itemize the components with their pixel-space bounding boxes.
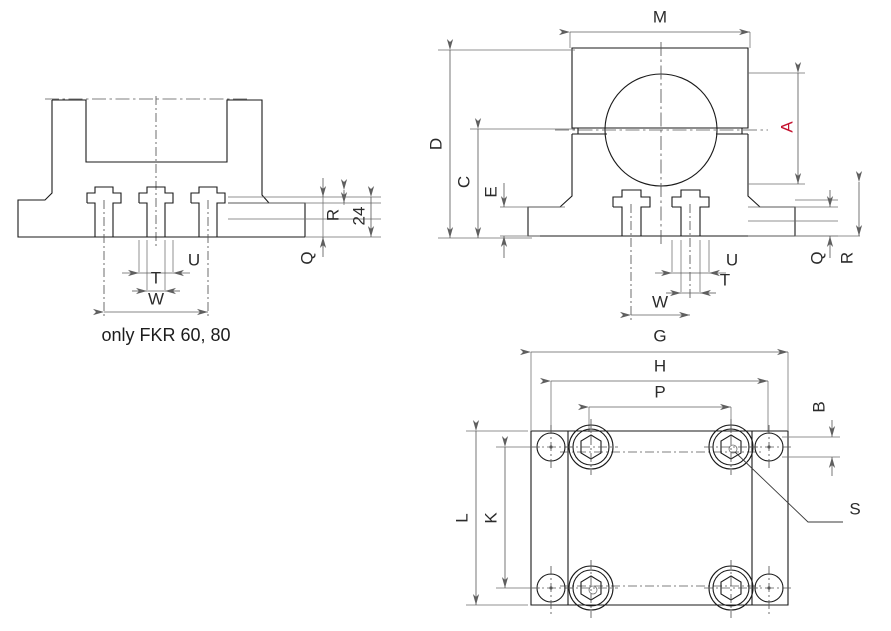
side-section-view: U T W R 24 Q only FKR 60, 80 [17, 96, 381, 345]
side-right-base-inner [228, 196, 381, 238]
top-dim-label-h: H [654, 356, 666, 375]
side-dim-label-w: W [148, 289, 164, 308]
top-dim-label-g: G [653, 326, 666, 345]
side-dim-label-u: U [188, 250, 200, 269]
side-body-outline [17, 99, 306, 238]
side-tslot-3 [190, 186, 226, 237]
top-dim-label-s: S [849, 499, 860, 518]
top-dim-label-k: K [481, 512, 500, 524]
front-split-gap [572, 127, 748, 135]
front-cap-block [571, 47, 749, 129]
front-base-inner-lines [748, 206, 838, 237]
side-dim-label-r: R [323, 209, 342, 221]
front-dim-label-m: M [653, 7, 667, 26]
side-tslot-1 [86, 186, 122, 237]
front-dim-label-a: A [777, 121, 796, 133]
front-view: M D C E [426, 7, 863, 322]
front-tslot-right [671, 189, 710, 236]
top-plan-view: G H P [452, 326, 861, 618]
side-right-base-outline [228, 202, 305, 238]
front-dim-label-w: W [652, 292, 668, 311]
side-tslot-2 [138, 186, 174, 237]
top-dim-label-l: L [452, 513, 471, 522]
front-dim-label-r: R [837, 252, 856, 264]
side-dim-label-t: T [151, 268, 161, 287]
top-screw-tr-socket-mark [728, 444, 738, 454]
side-dim-label-24: 24 [349, 207, 368, 226]
top-plate-outline [530, 430, 789, 606]
side-dim-label-q: Q [297, 251, 316, 264]
side-view-note: only FKR 60, 80 [101, 325, 230, 345]
front-tslot-left [612, 189, 651, 236]
front-dim-label-u: U [726, 250, 738, 269]
front-dim-label-t: T [720, 270, 730, 289]
front-dim-label-e: E [481, 186, 500, 197]
top-dim-label-p: P [654, 382, 665, 401]
top-screw-bl-socket-mark [588, 585, 598, 595]
top-leader-s [734, 451, 843, 523]
front-dim-label-q: Q [807, 251, 826, 264]
front-dim-label-d: D [426, 138, 445, 150]
top-dim-label-b: B [809, 401, 828, 412]
front-dim-label-c: C [454, 176, 473, 188]
